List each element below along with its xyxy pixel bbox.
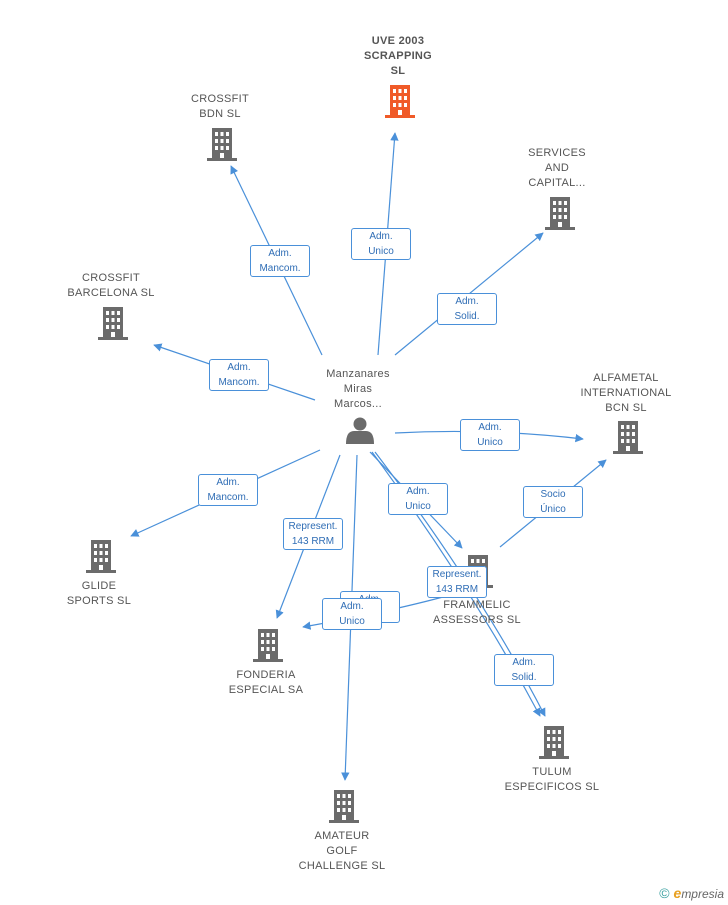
node-label-line: INTERNATIONAL <box>580 387 672 399</box>
relation-badge-line: Socio <box>540 489 566 500</box>
relation-badge-line: Mancom. <box>218 377 260 388</box>
building-icon-crossfit_bdn[interactable] <box>207 128 237 161</box>
node-label-line: CAPITAL... <box>528 177 586 189</box>
person-icon[interactable] <box>346 417 374 445</box>
brand-logo-initial: e <box>673 885 682 901</box>
relation-badge-line: Solid. <box>454 311 480 322</box>
node-label-line: BARCELONA SL <box>67 287 155 299</box>
node-label-glide: GLIDE SPORTS SL <box>29 579 169 609</box>
node-label-line: CROSSFIT <box>81 272 140 284</box>
relation-badge-r_frammelic[interactable]: Adm. Unico <box>388 483 448 515</box>
relation-badge-line: Único <box>540 504 566 515</box>
node-label-crossfit_bcn: CROSSFIT BARCELONA SL <box>41 271 181 301</box>
node-label-fonderia: FONDERIA ESPECIAL SA <box>196 668 336 698</box>
node-label-services: SERVICES AND CAPITAL... <box>487 146 627 191</box>
building-icon-amateur[interactable] <box>329 790 359 823</box>
relation-badge-line: Mancom. <box>207 492 249 503</box>
relation-badge-line: Represent. <box>432 569 482 580</box>
node-label-line: ASSESSORS SL <box>433 614 521 626</box>
node-label-line: GOLF <box>326 845 358 857</box>
node-label-line: ALFAMETAL <box>593 372 659 384</box>
relation-badge-line: Unico <box>339 616 365 627</box>
relation-badge-line: Mancom. <box>259 263 301 274</box>
node-label-line: ESPECIFICOS SL <box>504 781 600 793</box>
building-icon-crossfit_bcn[interactable] <box>98 307 128 340</box>
node-label-line: AND <box>544 162 570 174</box>
relation-badge-line: Unico <box>477 437 503 448</box>
relation-badge-line: Adm. <box>216 477 240 488</box>
relation-badge-line: Adm. <box>268 248 292 259</box>
node-label-line: UVE 2003 <box>371 35 425 47</box>
relation-badge-r_alfametal[interactable]: Adm. Unico <box>460 419 520 451</box>
node-label-line: GLIDE <box>81 580 117 592</box>
relation-badge-r_amateur[interactable]: Adm. Unico <box>322 598 382 630</box>
relation-badge-r_crossfit_bcn[interactable]: Adm. Mancom. <box>209 359 269 391</box>
node-label-alfametal: ALFAMETAL INTERNATIONAL BCN SL <box>556 371 696 416</box>
node-label-line: AMATEUR <box>314 830 370 842</box>
node-label-amateur: AMATEUR GOLF CHALLENGE SL <box>272 829 412 874</box>
node-label-line: SCRAPPING <box>363 50 433 62</box>
node-label-line: SPORTS SL <box>66 595 132 607</box>
node-label-line: SERVICES <box>528 147 586 159</box>
relation-badge-line: Solid. <box>511 672 537 683</box>
node-label-line: Marcos... <box>334 398 382 410</box>
node-label-line: SL <box>390 65 406 77</box>
relation-badge-r_glide[interactable]: Adm. Mancom. <box>198 474 258 506</box>
relation-badge-line: Represent. <box>288 521 338 532</box>
relation-badge-r_fonderia_p[interactable]: Represent. 143 RRM <box>283 518 343 550</box>
building-icon-fonderia[interactable] <box>253 629 283 662</box>
node-label-line: Manzanares <box>326 368 390 380</box>
relation-badge-r_uve[interactable]: Adm. Unico <box>351 228 411 260</box>
relation-badge-line: 143 RRM <box>291 536 335 547</box>
building-icon-uve[interactable] <box>385 85 415 118</box>
relation-badge-line: 143 RRM <box>435 584 479 595</box>
brand-logo-text: mpresia <box>681 887 724 901</box>
relation-badge-r_tulum_p[interactable]: Adm. Solid. <box>494 654 554 686</box>
node-label-line: Miras <box>343 383 373 395</box>
relation-badge-line: Adm. <box>406 486 430 497</box>
brand-footer: ©empresia <box>659 885 724 901</box>
node-label-line: CROSSFIT <box>190 93 249 105</box>
relation-badge-line: Adm. <box>455 296 479 307</box>
relation-badge-r_services[interactable]: Adm. Solid. <box>437 293 497 325</box>
relation-badge-line: Adm. <box>227 362 251 373</box>
node-label-line: ESPECIAL SA <box>228 684 304 696</box>
relation-badge-line: Adm. <box>340 601 364 612</box>
building-icon-services[interactable] <box>545 197 575 230</box>
node-label-line: BCN SL <box>605 402 647 414</box>
building-icon-tulum[interactable] <box>539 726 569 759</box>
building-icon-alfametal[interactable] <box>613 421 643 454</box>
node-label-line: CHALLENGE SL <box>298 860 386 872</box>
relation-badge-line: Unico <box>405 501 431 512</box>
building-icon-glide[interactable] <box>86 540 116 573</box>
node-label-line: FRAMMELIC <box>443 599 511 611</box>
node-label-line: TULUM <box>532 766 572 778</box>
relation-badge-line: Adm. <box>478 422 502 433</box>
relation-badge-r_fonderia_f2[interactable]: Represent. 143 RRM <box>427 566 487 598</box>
relation-badge-line: Adm. <box>512 657 536 668</box>
node-label-frammelic: FRAMMELIC ASSESSORS SL <box>407 598 547 628</box>
node-label-line: FONDERIA <box>236 669 296 681</box>
relation-badge-line: Adm. <box>369 231 393 242</box>
node-label-tulum: TULUM ESPECIFICOS SL <box>482 765 622 795</box>
relation-badge-r_crossfit_bdn[interactable]: Adm. Mancom. <box>250 245 310 277</box>
node-label-line: BDN SL <box>199 108 241 120</box>
copyright-icon: © <box>659 885 670 901</box>
node-label-crossfit_bdn: CROSSFIT BDN SL <box>150 92 290 122</box>
relation-badge-line: Unico <box>368 246 394 257</box>
